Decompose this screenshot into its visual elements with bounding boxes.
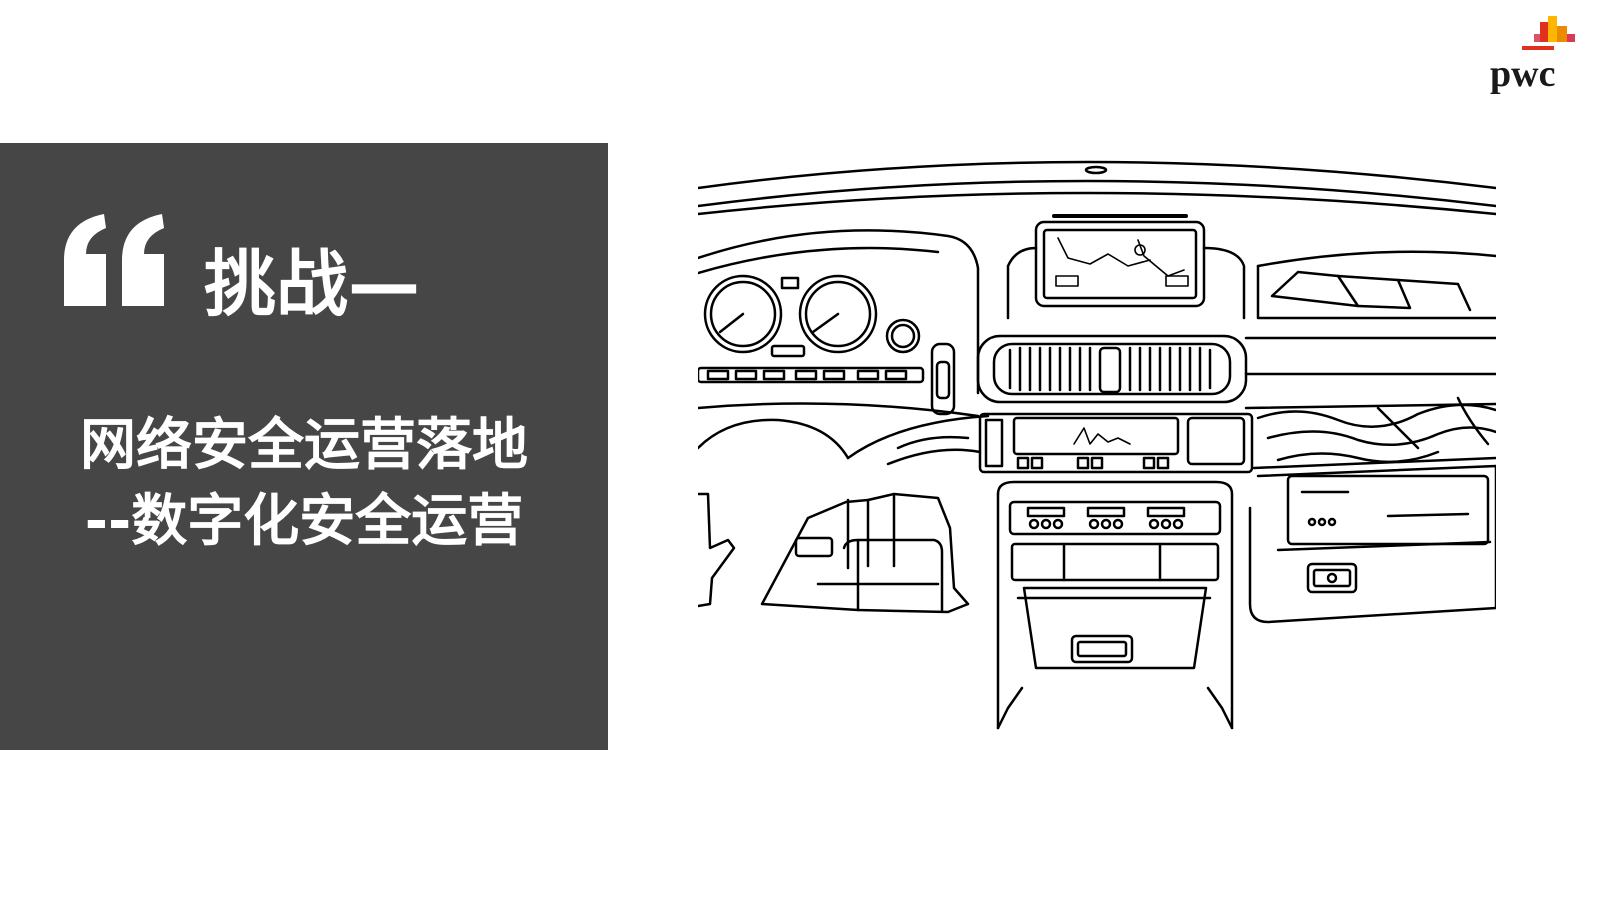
quote-icon bbox=[64, 214, 164, 306]
slide-subtitle-line-2: --数字化安全运营 bbox=[84, 489, 524, 554]
logo-text: pwc bbox=[1490, 53, 1555, 95]
car-dashboard-illustration bbox=[698, 148, 1496, 748]
title-panel bbox=[0, 143, 608, 750]
slide-subtitle-line-1: 网络安全运营落地 bbox=[80, 413, 528, 478]
slide-title: 挑战— bbox=[204, 242, 421, 326]
pwc-logo: pwc bbox=[1490, 16, 1575, 95]
